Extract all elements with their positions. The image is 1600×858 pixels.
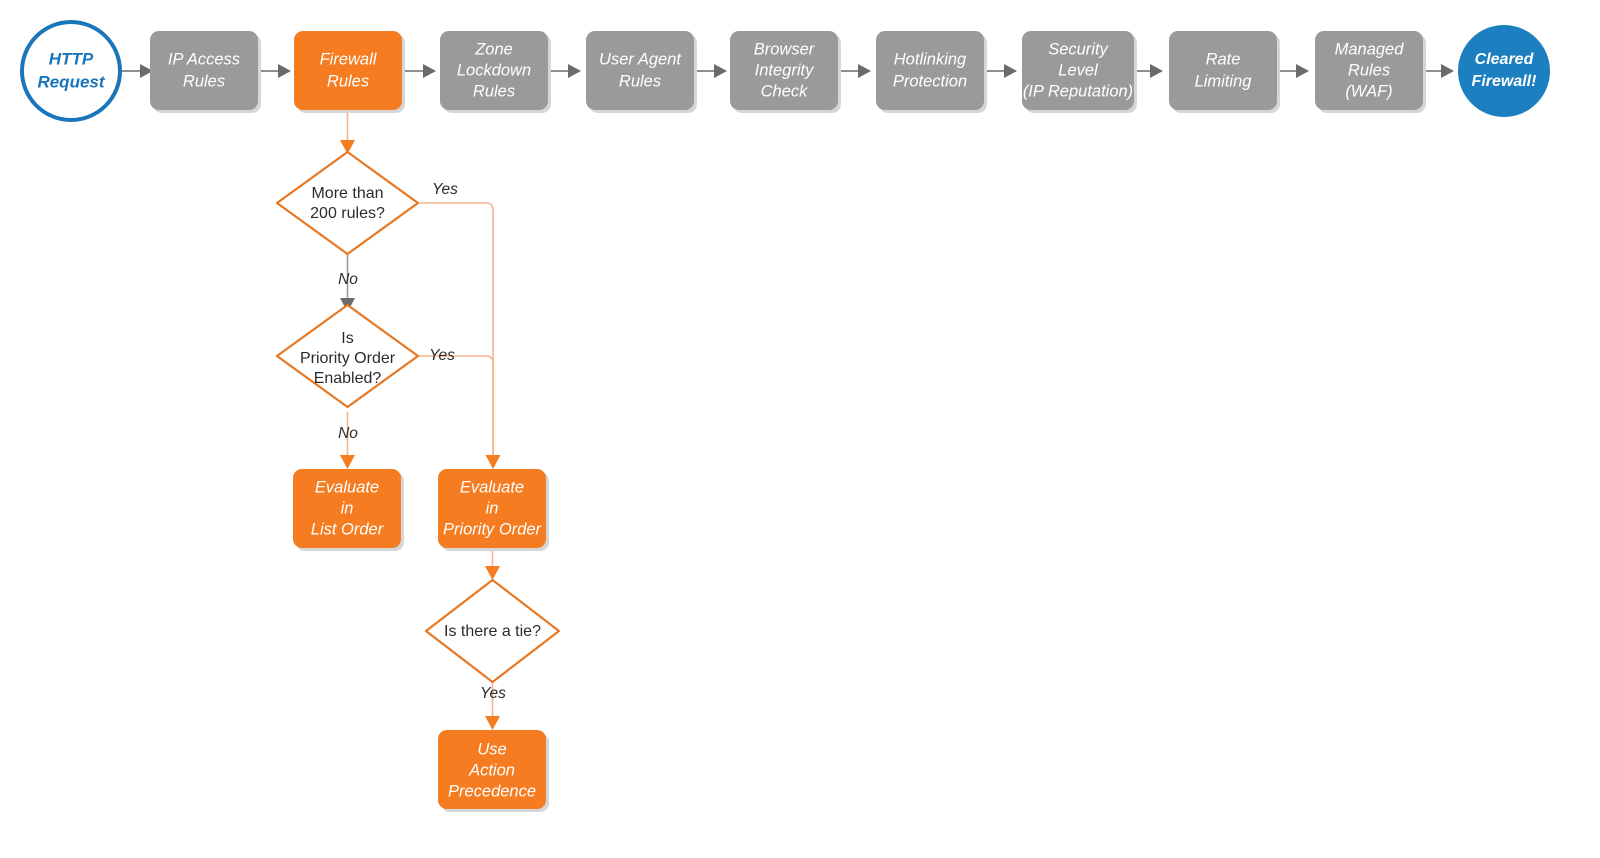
node-zone-lockdown-rules[interactable]: Zone Lockdown Rules: [440, 31, 551, 113]
pipeline-connectors: [122, 64, 1454, 78]
edge-label-tie-yes: Yes: [480, 685, 506, 702]
node-managed-rules-waf[interactable]: Managed Rules (WAF): [1315, 31, 1426, 113]
node-browser-integrity-check[interactable]: Browser Integrity Check: [730, 31, 841, 113]
node-user-agent-rules[interactable]: User Agent Rules: [586, 31, 697, 113]
evaluate-list-order-line-1: Evaluate: [315, 478, 379, 496]
node-use-action-precedence[interactable]: Use Action Precedence: [438, 730, 549, 812]
use-action-precedence-line-2: Action: [468, 761, 515, 779]
more-than-200-rules-line-2: 200 rules?: [310, 205, 385, 222]
edge-label-more-than-200-no: No: [338, 271, 358, 288]
evaluate-priority-order-line-1: Evaluate: [460, 478, 524, 496]
use-action-precedence-line-3: Precedence: [448, 782, 536, 800]
use-action-precedence-line-1: Use: [477, 740, 506, 758]
browser-integrity-check-line-3: Check: [761, 82, 809, 100]
edge-label-priority-order-yes: Yes: [429, 347, 455, 364]
connector-decision2-yes-to-priority-order: [418, 355, 494, 455]
evaluate-list-order-line-2: in: [341, 499, 354, 517]
ip-access-rules-line-1: IP Access: [168, 50, 240, 68]
http-request-line-2: Request: [37, 72, 105, 91]
priority-order-line-2: Priority Order: [300, 350, 396, 367]
connector-browser-integrity-to-hotlinking: [839, 64, 871, 78]
connector-start-to-ip-access: [122, 64, 153, 78]
priority-order-line-1: Is: [341, 330, 353, 347]
node-http-request[interactable]: HTTP Request: [20, 20, 122, 122]
security-level-line-3: (IP Reputation): [1023, 82, 1133, 100]
connector-firewall-to-zone-lockdown: [404, 64, 436, 78]
hotlinking-protection-line-2: Protection: [893, 72, 967, 90]
connector-decision2-no-to-list-order: [340, 412, 355, 469]
hotlinking-protection-line-1: Hotlinking: [894, 50, 967, 68]
browser-integrity-check-line-2: Integrity: [755, 61, 815, 79]
cleared-firewall-line-2: Firewall!: [1472, 73, 1538, 90]
connector-ip-access-to-firewall: [259, 64, 291, 78]
zone-lockdown-rules-line-2: Lockdown: [457, 61, 531, 79]
zone-lockdown-rules-line-3: Rules: [473, 82, 515, 100]
priority-order-line-3: Enabled?: [314, 370, 382, 387]
evaluate-priority-order-line-3: Priority Order: [443, 520, 543, 538]
decision-is-there-a-tie[interactable]: Is there a tie?: [424, 578, 561, 684]
security-level-line-2: Level: [1058, 61, 1099, 79]
managed-rules-waf-line-1: Managed: [1335, 40, 1405, 58]
edge-labels: Yes No Yes No Yes: [338, 181, 506, 702]
firewall-rules-line-1: Firewall: [320, 50, 378, 68]
connector-decision1-yes-to-priority-order: [418, 202, 501, 469]
connector-rate-limiting-to-managed-rules: [1277, 64, 1309, 78]
more-than-200-rules-line-1: More than: [311, 185, 383, 202]
cleared-firewall-line-1: Cleared: [1475, 51, 1535, 68]
edge-label-priority-order-no: No: [338, 425, 358, 442]
node-hotlinking-protection[interactable]: Hotlinking Protection: [876, 31, 987, 113]
managed-rules-waf-line-3: (WAF): [1345, 82, 1392, 100]
security-level-line-1: Security: [1048, 40, 1109, 58]
user-agent-rules-line-2: Rules: [619, 72, 661, 90]
evaluate-list-order-line-3: List Order: [311, 520, 385, 538]
node-rate-limiting[interactable]: Rate Limiting: [1169, 31, 1280, 113]
node-security-level[interactable]: Security Level (IP Reputation): [1022, 31, 1137, 113]
connector-firewall-to-decision1: [340, 111, 355, 154]
connector-hotlinking-to-security-level: [985, 64, 1017, 78]
evaluate-priority-order-line-2: in: [486, 499, 499, 517]
branch-connectors: [340, 111, 501, 730]
connector-priority-order-to-tie: [485, 548, 500, 580]
node-firewall-rules[interactable]: Firewall Rules: [294, 31, 405, 113]
http-request-line-1: HTTP: [49, 49, 94, 68]
decision-more-than-200-rules[interactable]: More than 200 rules?: [275, 150, 420, 256]
connector-zone-lockdown-to-user-agent: [549, 64, 581, 78]
node-evaluate-in-list-order[interactable]: Evaluate in List Order: [293, 469, 404, 551]
user-agent-rules-line-1: User Agent: [599, 50, 682, 68]
node-ip-access-rules[interactable]: IP Access Rules: [150, 31, 261, 113]
decision-is-priority-order-enabled[interactable]: Is Priority Order Enabled?: [275, 303, 420, 409]
rate-limiting-line-1: Rate: [1206, 50, 1241, 68]
edge-label-more-than-200-yes: Yes: [432, 181, 458, 198]
node-cleared-firewall[interactable]: Cleared Firewall!: [1458, 25, 1550, 117]
node-evaluate-in-priority-order[interactable]: Evaluate in Priority Order: [438, 469, 549, 551]
firewall-rules-line-2: Rules: [327, 72, 369, 90]
browser-integrity-check-line-1: Browser: [754, 40, 816, 58]
is-there-a-tie-line-1: Is there a tie?: [444, 623, 541, 640]
managed-rules-waf-line-2: Rules: [1348, 61, 1390, 79]
rate-limiting-line-2: Limiting: [1195, 72, 1253, 90]
zone-lockdown-rules-line-1: Zone: [474, 40, 513, 58]
connector-tie-yes-to-action-precedence: [485, 680, 500, 730]
connector-user-agent-to-browser-integrity: [695, 64, 727, 78]
connector-managed-rules-to-cleared: [1422, 64, 1454, 78]
ip-access-rules-line-2: Rules: [183, 72, 225, 90]
